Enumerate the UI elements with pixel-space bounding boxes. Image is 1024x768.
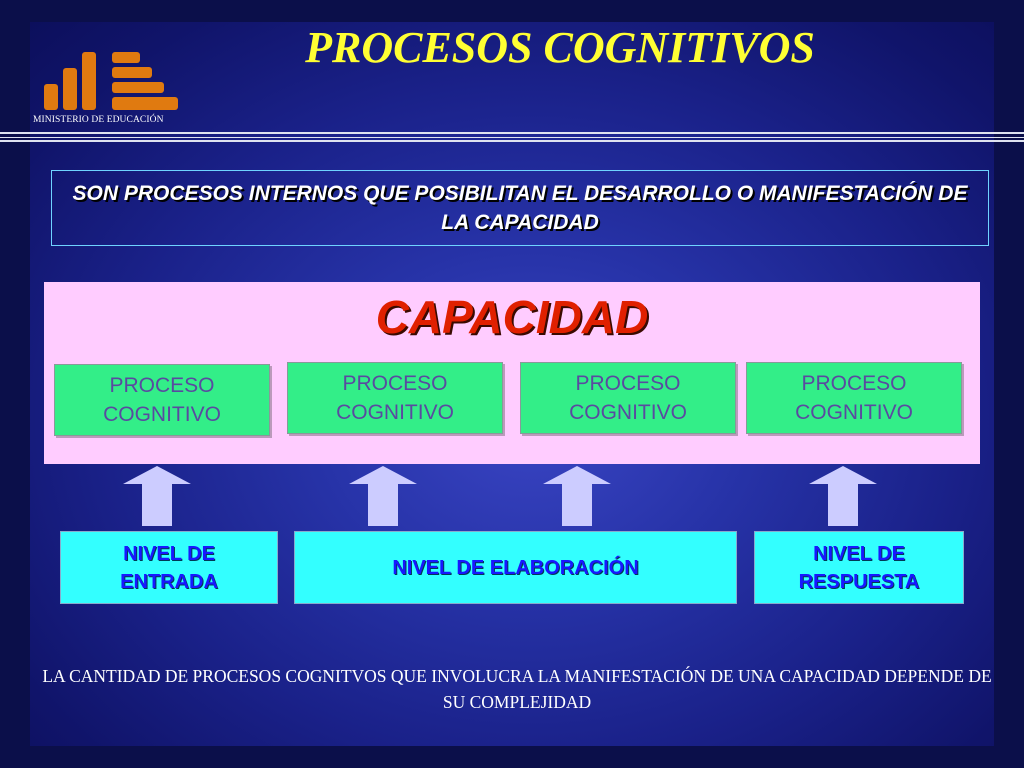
up-arrow-icon	[543, 466, 611, 526]
level-elaboracion-box: NIVEL DE ELABORACIÓN	[294, 531, 737, 604]
level-elaboracion-label: NIVEL DE ELABORACIÓN	[392, 556, 639, 579]
up-arrow-icon	[123, 466, 191, 526]
definition-text: SON PROCESOS INTERNOS QUE POSIBILITAN EL…	[72, 182, 968, 234]
header-divider	[0, 132, 1024, 134]
level-respuesta-label: NIVEL DE RESPUESTA	[798, 542, 920, 593]
cognitive-process-box-3: PROCESO COGNITIVO	[520, 362, 736, 434]
cognitive-process-box-2: PROCESO COGNITIVO	[287, 362, 503, 434]
cognitive-process-box-1: PROCESO COGNITIVO	[54, 364, 270, 436]
level-entrada-label: NIVEL DE ENTRADA	[120, 542, 218, 593]
ministry-logo-icon	[40, 48, 180, 112]
up-arrow-icon	[809, 466, 877, 526]
header-divider-thin	[0, 137, 1024, 138]
footer-note: LA CANTIDAD DE PROCESOS COGNITVOS QUE IN…	[42, 666, 992, 712]
cognitive-process-box-4: PROCESO COGNITIVO	[746, 362, 962, 434]
level-respuesta-box: NIVEL DE RESPUESTA	[754, 531, 964, 604]
definition-box: SON PROCESOS INTERNOS QUE POSIBILITAN EL…	[51, 170, 989, 246]
level-entrada-box: NIVEL DE ENTRADA	[60, 531, 278, 604]
page-title: PROCESOS COGNITIVOS	[305, 23, 815, 72]
capacity-title: CAPACIDAD	[375, 291, 649, 343]
logo-label: MINISTERIO DE EDUCACIÓN	[33, 115, 164, 125]
header-divider-bottom	[0, 140, 1024, 142]
up-arrow-icon	[349, 466, 417, 526]
